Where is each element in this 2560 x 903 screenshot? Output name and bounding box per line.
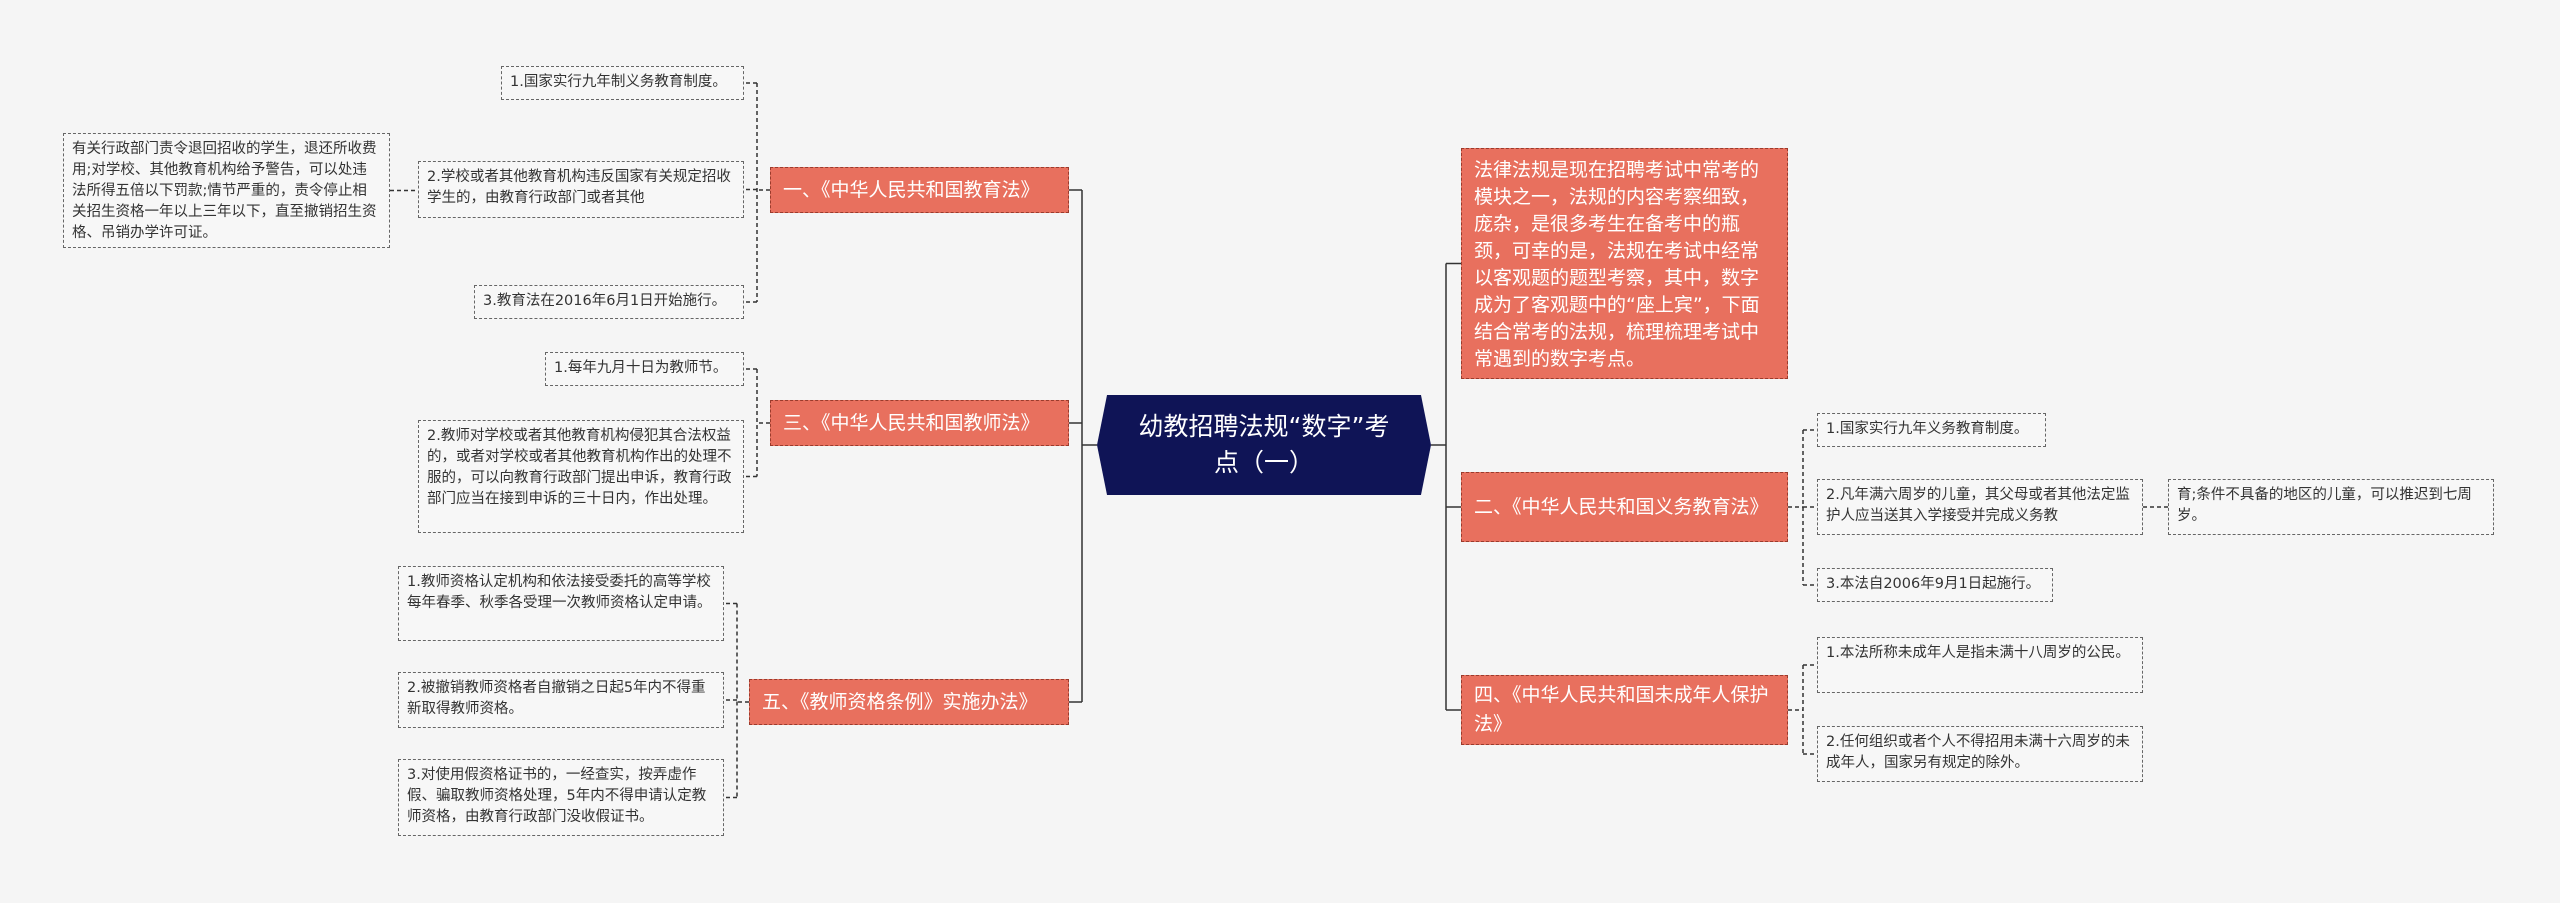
- leaf-b2-item1[interactable]: 1.国家实行九年义务教育制度。: [1817, 413, 2046, 447]
- leaf-text: 2.教师对学校或者其他教育机构侵犯其合法权益的，或者对学校或者其他教育机构作出的…: [427, 428, 732, 507]
- leaf-text: 2.被撤销教师资格者自撤销之日起5年内不得重新取得教师资格。: [407, 680, 706, 717]
- leaf-b3-item2[interactable]: 2.教师对学校或者其他教育机构侵犯其合法权益的，或者对学校或者其他教育机构作出的…: [418, 420, 744, 533]
- leaf-b5-item2[interactable]: 2.被撤销教师资格者自撤销之日起5年内不得重新取得教师资格。: [398, 672, 724, 728]
- leaf-b4-item2[interactable]: 2.任何组织或者个人不得招用未满十六周岁的未成年人，国家另有规定的除外。: [1817, 726, 2143, 782]
- leaf-text: 3.教育法在2016年6月1日开始施行。: [483, 293, 727, 309]
- leaf-b3-item1[interactable]: 1.每年九月十日为教师节。: [545, 352, 744, 386]
- leaf-b1-item1[interactable]: 1.国家实行九年制义务教育制度。: [501, 66, 744, 100]
- intro-text: 法律法规是现在招聘考试中常考的模块之一，法规的内容考察细致，庞杂，是很多考生在备…: [1474, 159, 1760, 370]
- leaf-text: 有关行政部门责令退回招收的学生，退还所收费用;对学校、其他教育机构给予警告，可以…: [72, 141, 377, 241]
- branch-teachers-law[interactable]: 三、《中华人民共和国教师法》: [770, 400, 1069, 446]
- leaf-b5-item3[interactable]: 3.对使用假资格证书的，一经查实，按弄虚作假、骗取教师资格处理，5年内不得申请认…: [398, 759, 724, 836]
- leaf-text: 1.本法所称未成年人是指未满十八周岁的公民。: [1826, 645, 2130, 661]
- intro-note[interactable]: 法律法规是现在招聘考试中常考的模块之一，法规的内容考察细致，庞杂，是很多考生在备…: [1461, 148, 1788, 379]
- branch-label: 二、《中华人民共和国义务教育法》: [1474, 495, 1769, 518]
- leaf-text: 2.学校或者其他教育机构违反国家有关规定招收学生的，由教育行政部门或者其他: [427, 169, 731, 206]
- branch-label: 三、《中华人民共和国教师法》: [783, 411, 1040, 434]
- root-topic[interactable]: 幼教招聘法规“数字”考点（一）: [1097, 395, 1431, 495]
- branch-education-law[interactable]: 一、《中华人民共和国教育法》: [770, 167, 1069, 213]
- branch-minors-protection-law[interactable]: 四、《中华人民共和国未成年人保护法》: [1461, 675, 1788, 745]
- leaf-b4-item1[interactable]: 1.本法所称未成年人是指未满十八周岁的公民。: [1817, 637, 2143, 693]
- leaf-text: 育;条件不具备的地区的儿童，可以推迟到七周岁。: [2177, 487, 2472, 524]
- branch-label: 四、《中华人民共和国未成年人保护法》: [1474, 684, 1769, 735]
- leaf-b1-item2[interactable]: 2.学校或者其他教育机构违反国家有关规定招收学生的，由教育行政部门或者其他: [418, 161, 744, 218]
- leaf-b1-item2-detail[interactable]: 有关行政部门责令退回招收的学生，退还所收费用;对学校、其他教育机构给予警告，可以…: [63, 133, 390, 248]
- branch-label: 五、《教师资格条例》实施办法》: [762, 690, 1038, 713]
- leaf-b2-item2-detail[interactable]: 育;条件不具备的地区的儿童，可以推迟到七周岁。: [2168, 479, 2494, 535]
- leaf-text: 1.每年九月十日为教师节。: [554, 360, 728, 376]
- leaf-text: 1.教师资格认定机构和依法接受委托的高等学校每年春季、秋季各受理一次教师资格认定…: [407, 574, 712, 611]
- leaf-text: 3.对使用假资格证书的，一经查实，按弄虚作假、骗取教师资格处理，5年内不得申请认…: [407, 767, 707, 825]
- branch-compulsory-education-law[interactable]: 二、《中华人民共和国义务教育法》: [1461, 472, 1788, 542]
- leaf-text: 3.本法自2006年9月1日起施行。: [1826, 576, 2041, 592]
- leaf-b5-item1[interactable]: 1.教师资格认定机构和依法接受委托的高等学校每年春季、秋季各受理一次教师资格认定…: [398, 566, 724, 641]
- leaf-text: 1.国家实行九年义务教育制度。: [1826, 421, 2029, 437]
- leaf-b2-item3[interactable]: 3.本法自2006年9月1日起施行。: [1817, 568, 2053, 602]
- leaf-text: 2.任何组织或者个人不得招用未满十六周岁的未成年人，国家另有规定的除外。: [1826, 734, 2130, 771]
- leaf-text: 1.国家实行九年制义务教育制度。: [510, 74, 727, 90]
- root-topic-label: 幼教招聘法规“数字”考点（一）: [1138, 412, 1390, 477]
- branch-teacher-qualification-rules[interactable]: 五、《教师资格条例》实施办法》: [749, 679, 1069, 725]
- leaf-b1-item3[interactable]: 3.教育法在2016年6月1日开始施行。: [474, 285, 744, 319]
- leaf-b2-item2[interactable]: 2.凡年满六周岁的儿童，其父母或者其他法定监护人应当送其入学接受并完成义务教: [1817, 479, 2143, 535]
- branch-label: 一、《中华人民共和国教育法》: [783, 178, 1040, 201]
- leaf-text: 2.凡年满六周岁的儿童，其父母或者其他法定监护人应当送其入学接受并完成义务教: [1826, 487, 2130, 524]
